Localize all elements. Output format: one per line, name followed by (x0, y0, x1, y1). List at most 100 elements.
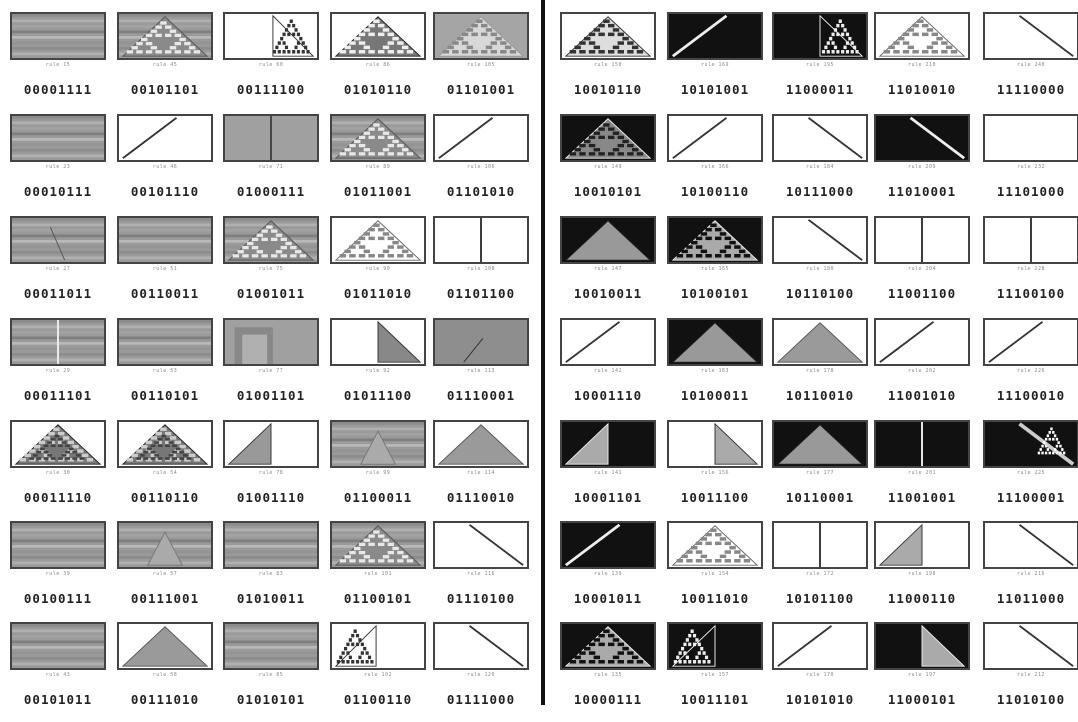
rule-cell: rule 20411001100 (874, 216, 974, 316)
rule-cell: rule 21211010100 (983, 622, 1078, 722)
rule-binary-code: 01010110 (326, 82, 430, 97)
rule-caption: rule 43 (10, 672, 106, 678)
rule-evolution-thumbnail (117, 318, 213, 366)
rule-caption: rule 150 (560, 62, 656, 68)
rule-evolution-thumbnail (983, 12, 1078, 60)
rule-evolution-thumbnail (667, 318, 763, 366)
rule-evolution-thumbnail (330, 318, 426, 366)
rule-caption: rule 120 (433, 672, 529, 678)
rule-evolution-thumbnail (874, 420, 970, 468)
rule-caption: rule 172 (772, 571, 868, 577)
rule-binary-code: 01101100 (429, 286, 533, 301)
rule-evolution-thumbnail (983, 521, 1078, 569)
rule-caption: rule 53 (117, 368, 213, 374)
rule-binary-code: 00111001 (113, 591, 217, 606)
rule-caption: rule 212 (983, 672, 1078, 678)
rule-evolution-thumbnail (223, 521, 319, 569)
rule-evolution-thumbnail (117, 12, 213, 60)
rule-binary-code: 01011100 (326, 388, 430, 403)
rule-binary-code: 01110001 (429, 388, 533, 403)
rule-binary-code: 11001010 (870, 388, 974, 403)
rule-caption: rule 149 (560, 164, 656, 170)
rule-caption: rule 15 (10, 62, 106, 68)
rule-caption: rule 29 (10, 368, 106, 374)
rule-caption: rule 177 (772, 470, 868, 476)
rule-caption: rule 184 (772, 164, 868, 170)
rule-binary-code: 01100011 (326, 490, 430, 505)
rule-caption: rule 141 (560, 470, 656, 476)
rule-cell: rule 16310100011 (667, 318, 767, 418)
rule-binary-code: 10110010 (768, 388, 872, 403)
rule-evolution-thumbnail (10, 12, 106, 60)
rule-evolution-thumbnail (874, 521, 970, 569)
rule-evolution-thumbnail (560, 216, 656, 264)
rule-caption: rule 106 (433, 164, 529, 170)
rule-caption: rule 166 (667, 164, 763, 170)
rule-caption: rule 169 (667, 62, 763, 68)
rule-evolution-thumbnail (874, 622, 970, 670)
rule-caption: rule 225 (983, 470, 1078, 476)
rule-binary-code: 10101100 (768, 591, 872, 606)
rule-binary-code: 01001110 (219, 490, 323, 505)
rule-binary-code: 00100111 (6, 591, 110, 606)
rule-binary-code: 11110000 (979, 82, 1078, 97)
rule-binary-code: 11010010 (870, 82, 974, 97)
rule-cell: rule 12001111000 (433, 622, 533, 722)
rule-caption: rule 99 (330, 470, 426, 476)
rule-cell: rule 23211101000 (983, 114, 1078, 214)
rule-binary-code: 11000011 (768, 82, 872, 97)
rule-caption: rule 154 (667, 571, 763, 577)
rule-caption: rule 180 (772, 266, 868, 272)
rule-caption: rule 90 (330, 266, 426, 272)
rule-binary-code: 11100100 (979, 286, 1078, 301)
rule-binary-code: 01011010 (326, 286, 430, 301)
rule-caption: rule 51 (117, 266, 213, 272)
rule-caption: rule 157 (667, 672, 763, 678)
rule-caption: rule 178 (772, 368, 868, 374)
rule-caption: rule 232 (983, 164, 1078, 170)
rule-evolution-thumbnail (874, 12, 970, 60)
rule-binary-code: 10001011 (556, 591, 660, 606)
rule-evolution-thumbnail (10, 521, 106, 569)
rule-binary-code: 10011010 (663, 591, 767, 606)
rule-evolution-thumbnail (223, 216, 319, 264)
rule-caption: rule 102 (330, 672, 426, 678)
rule-binary-code: 00110110 (113, 490, 217, 505)
rule-evolution-thumbnail (667, 521, 763, 569)
rule-evolution-thumbnail (874, 216, 970, 264)
rule-caption: rule 71 (223, 164, 319, 170)
rule-evolution-thumbnail (433, 12, 529, 60)
rule-evolution-thumbnail (772, 12, 868, 60)
rule-caption: rule 114 (433, 470, 529, 476)
rule-evolution-thumbnail (223, 318, 319, 366)
rule-caption: rule 89 (330, 164, 426, 170)
rule-cell: rule 19811000110 (874, 521, 974, 621)
rule-evolution-thumbnail (433, 420, 529, 468)
rule-caption: rule 85 (223, 672, 319, 678)
rule-caption: rule 39 (10, 571, 106, 577)
rule-evolution-thumbnail (433, 114, 529, 162)
rule-evolution-thumbnail (433, 521, 529, 569)
rule-cell: rule 2900011101 (10, 318, 110, 418)
